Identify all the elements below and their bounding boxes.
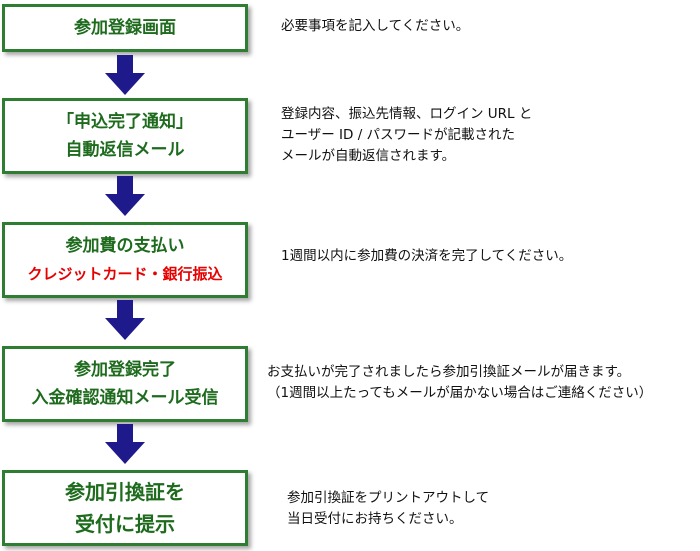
step-2-description-line-3: メールが自動返信されます。 — [281, 148, 456, 164]
step-4-description-line-1: お支払いが完了されましたら参加引換証メールが届きます。 — [267, 364, 631, 380]
step-1-box: 参加登録画面 — [2, 4, 248, 52]
step-4-title-line-1: 参加登録完了 — [74, 360, 176, 380]
step-4-title-line-2: 入金確認通知メール受信 — [31, 388, 219, 408]
arrow-down-icon — [105, 424, 145, 464]
step-1-title: 参加登録画面 — [74, 18, 176, 38]
step-2-description-line-1: 登録内容、振込先情報、ログイン URL と — [281, 106, 533, 122]
step-5-title-line-2: 受付に提示 — [75, 512, 175, 536]
step-2-description: 登録内容、振込先情報、ログイン URL と ユーザー ID / パスワードが記載… — [281, 104, 532, 167]
step-2-title-line-2: 自動返信メール — [65, 140, 185, 160]
arrow-down-icon — [105, 176, 145, 216]
step-1-description-line: 必要事項を記入してください。 — [281, 18, 470, 34]
step-3-payment-methods: クレジットカード・銀行振込 — [27, 265, 223, 283]
step-1-description: 必要事項を記入してください。 — [281, 16, 469, 37]
step-3-box: 参加費の支払い クレジットカード・銀行振込 — [2, 222, 248, 298]
step-5-description: 参加引換証をプリントアウトして 当日受付にお持ちください。 — [287, 488, 489, 530]
step-3-description-line: 1週間以内に参加費の決済を完了してください。 — [281, 248, 573, 264]
step-2-description-line-2: ユーザー ID / パスワードが記載された — [281, 127, 516, 143]
step-4-description-line-2: （1週間以上たってもメールが届かない場合はご連絡ください） — [267, 385, 653, 401]
step-5-description-line-1: 参加引換証をプリントアウトして — [287, 490, 490, 506]
step-5-description-line-2: 当日受付にお持ちください。 — [287, 511, 463, 527]
step-3-title: 参加費の支払い — [65, 236, 185, 256]
step-5-title-line-1: 参加引換証を — [65, 480, 185, 504]
step-4-description: お支払いが完了されましたら参加引換証メールが届きます。 （1週間以上たってもメー… — [267, 362, 652, 404]
step-3-description: 1週間以内に参加費の決済を完了してください。 — [281, 246, 572, 267]
step-2-box: 「申込完了通知」 自動返信メール — [2, 98, 248, 174]
step-2-title-line-1: 「申込完了通知」 — [57, 112, 193, 132]
arrow-down-icon — [105, 55, 145, 95]
step-4-box: 参加登録完了 入金確認通知メール受信 — [2, 346, 248, 422]
arrow-down-icon — [105, 300, 145, 340]
step-5-box: 参加引換証を 受付に提示 — [2, 470, 248, 546]
